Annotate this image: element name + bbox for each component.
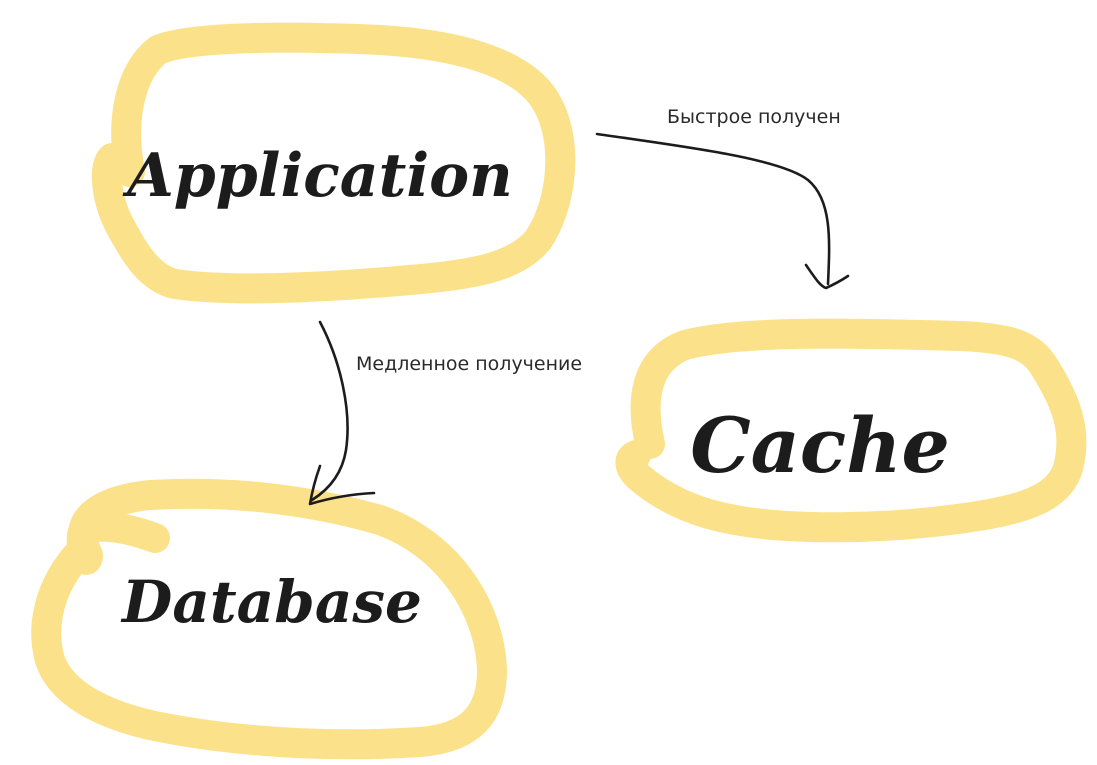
- edge-application-to-cache-line: [595, 132, 831, 286]
- edge-application-to-database[interactable]: Медленное получение: [308, 320, 582, 506]
- node-application-outline: [91, 22, 576, 304]
- edge-application-to-database-label: Медленное получение: [356, 353, 582, 375]
- arrowhead-icon: [804, 263, 850, 290]
- node-database-label: Database: [120, 568, 422, 636]
- node-cache-label: Cache: [690, 401, 950, 490]
- edge-application-to-database-line: [310, 320, 349, 502]
- edge-application-to-cache-label: Быстрое получен: [667, 106, 841, 128]
- node-application-label: Application: [122, 141, 513, 211]
- node-database-outline: [31, 478, 507, 760]
- arrowhead-icon: [308, 464, 376, 506]
- node-application[interactable]: Application: [91, 22, 576, 304]
- node-database[interactable]: Database: [31, 478, 507, 760]
- node-cache-outline: [615, 318, 1087, 543]
- node-cache[interactable]: Cache: [615, 318, 1087, 543]
- edge-application-to-cache[interactable]: Быстрое получен: [595, 106, 850, 290]
